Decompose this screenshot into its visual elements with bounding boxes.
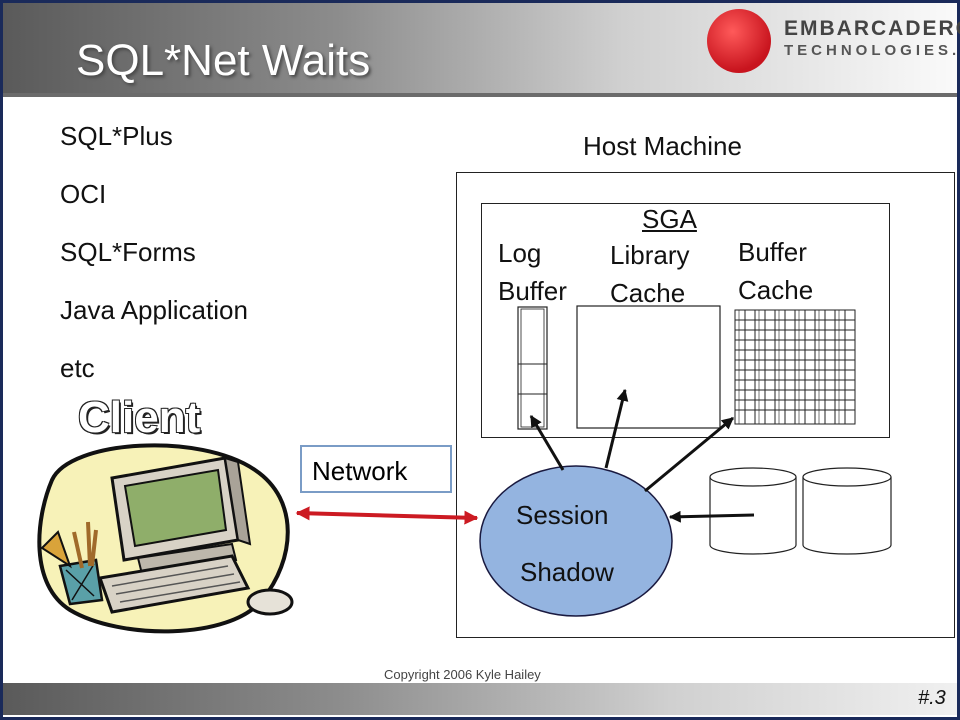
title-divider — [3, 93, 957, 97]
buffer-cache-grid — [734, 309, 856, 425]
buffer-cache-label: Buffer Cache — [738, 233, 813, 309]
client-program-item: OCI — [60, 179, 107, 209]
logo-line2: TECHNOLOGIES. — [784, 42, 960, 59]
library-cache-label-line: Cache — [610, 278, 686, 308]
footer-band — [3, 683, 957, 715]
session-to-buffer-cache-arrow — [644, 416, 734, 493]
buffer-cache-label-line: Cache — [738, 275, 814, 305]
client-program-list: SQL*Plus OCI SQL*Forms Java Application … — [60, 118, 248, 408]
datafile-cylinder-icon — [802, 467, 892, 555]
logo-line1: EMBARCADERO — [784, 17, 960, 40]
network-label: Network — [300, 445, 452, 493]
library-cache-label: Library Cache — [610, 236, 689, 312]
session-label: Session — [516, 500, 609, 530]
session-to-library-cache-arrow — [604, 388, 629, 469]
client-title: Client — [78, 393, 201, 442]
client-program-item: SQL*Forms — [60, 237, 196, 267]
log-buffer-label-line: Buffer — [498, 276, 567, 306]
shadow-label: Shadow — [520, 557, 614, 587]
client-program-item: Java Application — [60, 295, 248, 325]
log-buffer-label-line: Log — [498, 238, 542, 268]
client-program-item: etc — [60, 353, 95, 383]
title-band — [3, 3, 957, 93]
network-double-arrow — [295, 506, 479, 525]
library-cache-block — [576, 305, 721, 429]
client-program-item: SQL*Plus — [60, 121, 173, 151]
library-cache-label-line: Library — [610, 240, 690, 270]
sga-label: SGA — [642, 204, 697, 234]
host-machine-label: Host Machine — [583, 131, 742, 161]
client-computer-icon — [37, 443, 294, 634]
page-number: #.3 — [918, 687, 946, 709]
session-to-log-buffer-arrow — [529, 414, 565, 471]
slide-title: SQL*Net Waits — [76, 36, 371, 85]
log-buffer-block — [517, 306, 548, 430]
datafile-cylinder-icon — [709, 467, 797, 555]
session-shadow-process — [479, 465, 673, 617]
copyright-text: Copyright 2006 Kyle Hailey — [384, 667, 541, 682]
embarcadero-logo-icon — [707, 9, 771, 73]
log-buffer-label: Log Buffer — [498, 234, 567, 310]
datafile-to-session-arrow — [668, 510, 755, 523]
buffer-cache-label-line: Buffer — [738, 237, 807, 267]
